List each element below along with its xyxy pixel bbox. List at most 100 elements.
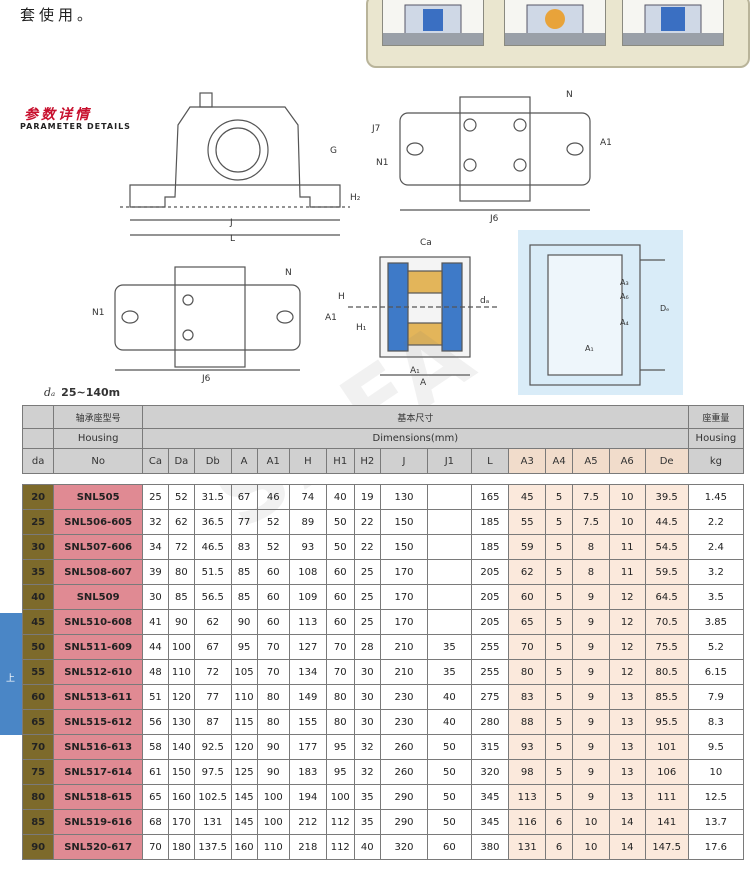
- parameter-heading-cn: 参数详情: [24, 107, 92, 123]
- bearing-thumbnail-2: [504, 0, 606, 46]
- column-header: H2: [353, 448, 381, 474]
- cell-da: 70: [21, 734, 55, 760]
- table-cell: 13: [608, 684, 646, 710]
- table-cell: 31.5: [193, 484, 232, 510]
- header-weight-cn: 座重量: [687, 405, 745, 429]
- table-cell: 320: [379, 834, 429, 860]
- table-cell: 58: [141, 734, 169, 760]
- table-cell: 218: [288, 834, 327, 860]
- cell-housing-no: SNL515-612: [53, 709, 143, 735]
- table-cell: 74: [288, 484, 327, 510]
- table-cell: 14: [608, 809, 646, 835]
- table-cell: 275: [470, 684, 510, 710]
- table-cell: 40: [325, 484, 355, 510]
- table-cell: 102.5: [193, 784, 232, 810]
- table-cell: 60: [256, 559, 290, 585]
- detail-view-drawing: [518, 230, 683, 395]
- table-cell: 180: [167, 834, 195, 860]
- table-cell: 155: [288, 709, 327, 735]
- table-cell: 160: [230, 834, 258, 860]
- table-cell: 60: [508, 584, 547, 610]
- table-cell: 64.5: [644, 584, 689, 610]
- table-cell: 345: [470, 809, 510, 835]
- table-cell: 8: [572, 534, 610, 560]
- table-cell: 35: [427, 634, 472, 660]
- table-cell: 2.2: [687, 509, 745, 535]
- table-cell: 13.7: [687, 809, 745, 835]
- table-cell: 105: [230, 659, 258, 685]
- table-cell: 113: [288, 609, 327, 635]
- table-cell: 6.15: [687, 659, 745, 685]
- table-cell: 85.5: [644, 684, 689, 710]
- table-cell: 130: [379, 484, 429, 510]
- table-cell: 255: [470, 634, 510, 660]
- table-cell: 65: [141, 784, 169, 810]
- table-gap: [22, 473, 744, 485]
- table-cell: 80: [508, 659, 547, 685]
- dim-label-da: dₐ: [480, 296, 489, 306]
- column-header: A: [230, 448, 258, 474]
- table-cell: 113: [508, 784, 547, 810]
- cell-housing-no: SNL510-608: [53, 609, 143, 635]
- dim-label-g: G: [330, 146, 337, 156]
- table-cell: 10: [572, 809, 610, 835]
- table-cell: 137.5: [193, 834, 232, 860]
- dim-label-n1: N1: [376, 158, 388, 168]
- table-cell: 30: [353, 684, 381, 710]
- table-cell: 110: [167, 659, 195, 685]
- table-cell: 88: [508, 709, 547, 735]
- table-cell: 150: [379, 509, 429, 535]
- cell-da: 55: [21, 659, 55, 685]
- table-cell: 56: [141, 709, 169, 735]
- table-cell: 5.2: [687, 634, 745, 660]
- table-cell: 127: [288, 634, 327, 660]
- table-cell: 9: [572, 684, 610, 710]
- side-tab[interactable]: 上: [0, 613, 22, 735]
- table-cell: 80: [167, 559, 195, 585]
- dim-label-ca: Ca: [420, 238, 432, 248]
- column-header: L: [470, 448, 510, 474]
- table-cell: 89: [288, 509, 327, 535]
- table-cell: 5: [545, 709, 574, 735]
- table-cell: 85: [230, 584, 258, 610]
- table-cell: 14: [608, 834, 646, 860]
- table-cell: 9: [572, 784, 610, 810]
- header-housing-cn: 轴承座型号: [53, 405, 143, 429]
- table-cell: 80.5: [644, 659, 689, 685]
- table-cell: 5: [545, 609, 574, 635]
- cell-da: 85: [21, 809, 55, 835]
- cell-da: 25: [21, 509, 55, 535]
- table-cell: 51: [141, 684, 169, 710]
- table-cell: 145: [230, 809, 258, 835]
- table-cell: 62: [193, 609, 232, 635]
- column-header: Db: [193, 448, 232, 474]
- table-cell: 12.5: [687, 784, 745, 810]
- table-cell: 106: [644, 759, 689, 785]
- table-cell: 35: [427, 659, 472, 685]
- dim-label-a3: A₃: [620, 278, 629, 287]
- cell-housing-no: SNL519-616: [53, 809, 143, 835]
- table-cell: 90: [256, 734, 290, 760]
- side-tab-label: 上: [6, 674, 16, 684]
- header-da: da: [21, 448, 55, 474]
- table-cell: 150: [167, 759, 195, 785]
- table-cell: 230: [379, 684, 429, 710]
- table-cell: 50: [427, 809, 472, 835]
- table-cell: 95: [230, 634, 258, 660]
- dim-label-j7: J7: [371, 124, 380, 134]
- table-cell: 32: [353, 759, 381, 785]
- table-cell: [427, 584, 472, 610]
- table-cell: 40: [353, 834, 381, 860]
- table-cell: 111: [644, 784, 689, 810]
- table-cell: 30: [353, 659, 381, 685]
- dim-label-l: L: [230, 234, 235, 244]
- table-cell: 40: [427, 709, 472, 735]
- table-cell: 5: [545, 484, 574, 510]
- table-cell: 45: [508, 484, 547, 510]
- header-blank: [21, 405, 55, 429]
